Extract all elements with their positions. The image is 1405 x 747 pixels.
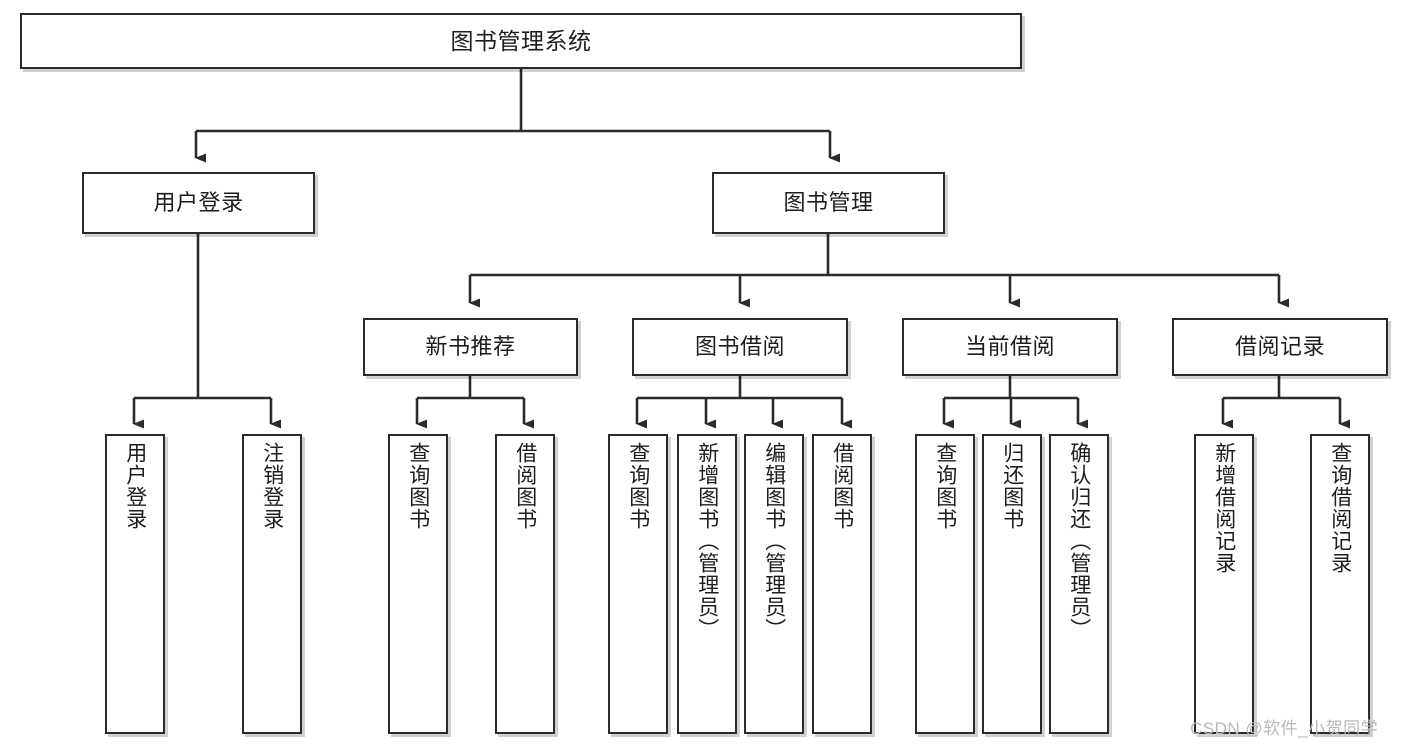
node-label: 新增借阅记录	[1212, 442, 1236, 574]
node-label: 查询图书	[626, 442, 650, 530]
node-label: 查询图书	[933, 442, 957, 530]
node-label: 图书管理系统	[450, 27, 592, 54]
node-label: 编辑图书（管理员）	[762, 442, 786, 640]
node-label: 查询借阅记录	[1328, 442, 1352, 574]
leaf-user-login-logout[interactable]: 注销登录	[242, 434, 302, 734]
node-label: 借阅图书	[513, 442, 537, 530]
node-current-borrow[interactable]: 当前借阅	[902, 318, 1118, 376]
node-label: 借阅记录	[1234, 334, 1325, 360]
node-borrow-records[interactable]: 借阅记录	[1172, 318, 1388, 376]
node-label: 图书借阅	[694, 334, 785, 360]
node-book-management[interactable]: 图书管理	[712, 172, 945, 234]
node-book-borrow[interactable]: 图书借阅	[632, 318, 848, 376]
leaf-new-book-borrow-book[interactable]: 借阅图书	[495, 434, 555, 734]
node-label: 确认归还（管理员）	[1067, 442, 1091, 640]
node-label: 归还图书	[1000, 442, 1024, 530]
node-label: 用户登录	[153, 190, 244, 216]
leaf-user-login-login[interactable]: 用户登录	[105, 434, 165, 734]
leaf-new-book-query-book[interactable]: 查询图书	[388, 434, 448, 734]
node-label: 新书推荐	[425, 334, 516, 360]
leaf-borrow-records-add-record[interactable]: 新增借阅记录	[1194, 434, 1254, 734]
leaf-book-borrow-add-book-admin[interactable]: 新增图书（管理员）	[677, 434, 737, 734]
node-user-login[interactable]: 用户登录	[82, 172, 315, 234]
node-label: 借阅图书	[830, 442, 854, 530]
watermark-text: CSDN @软件_小贺同学	[1190, 719, 1379, 738]
node-label: 当前借阅	[964, 334, 1055, 360]
node-new-book-recommend[interactable]: 新书推荐	[363, 318, 578, 376]
leaf-borrow-records-query-record[interactable]: 查询借阅记录	[1310, 434, 1370, 734]
node-label: 查询图书	[406, 442, 430, 530]
node-label: 图书管理	[783, 190, 874, 216]
leaf-current-borrow-query-book[interactable]: 查询图书	[915, 434, 975, 734]
node-label: 用户登录	[123, 442, 147, 530]
leaf-book-borrow-query-book[interactable]: 查询图书	[608, 434, 668, 734]
leaf-current-borrow-confirm-return-admin[interactable]: 确认归还（管理员）	[1049, 434, 1109, 734]
node-root-book-management-system[interactable]: 图书管理系统	[20, 13, 1022, 69]
leaf-current-borrow-return-book[interactable]: 归还图书	[982, 434, 1042, 734]
leaf-book-borrow-borrow-book[interactable]: 借阅图书	[812, 434, 872, 734]
node-label: 注销登录	[260, 442, 284, 530]
node-label: 新增图书（管理员）	[695, 442, 719, 640]
leaf-book-borrow-edit-book-admin[interactable]: 编辑图书（管理员）	[744, 434, 804, 734]
